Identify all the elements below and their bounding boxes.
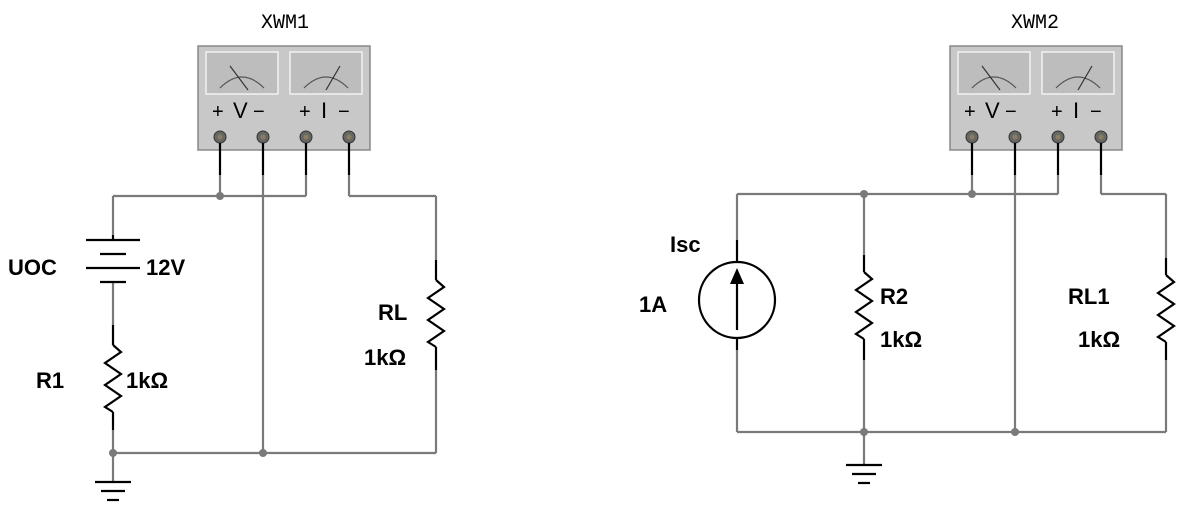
junction-dot <box>968 190 976 198</box>
wattmeter-xwm1-i-plus: + <box>299 101 311 123</box>
wattmeter-xwm2-v-plus: + <box>964 101 976 123</box>
ground-icon <box>846 463 882 485</box>
right-wires <box>735 175 1168 465</box>
dial-needle-icon <box>981 65 1001 91</box>
wattmeter-xwm1-i-symbol: I <box>321 98 327 123</box>
wattmeter-xwm1-v-plus: + <box>212 101 224 123</box>
battery-uoc-name: UOC <box>8 255 57 280</box>
dial-arc-icon <box>971 76 1017 89</box>
dial-arc-icon <box>1055 76 1101 89</box>
current-source-isc-name: Isc <box>670 232 701 257</box>
battery-uoc-icon[interactable] <box>86 235 140 284</box>
wattmeter-xwm2-terminals[interactable] <box>965 130 1108 144</box>
resistor-r1-icon[interactable] <box>102 325 123 430</box>
right-circuit: XWM2 + V − + I − <box>639 12 1176 485</box>
resistor-rl-value: 1kΩ <box>364 345 406 370</box>
wattmeter-xwm1-v-symbol: V <box>233 98 248 123</box>
resistor-r1-name: R1 <box>36 368 64 393</box>
junction-dot <box>1011 428 1019 436</box>
ground-icon <box>95 480 131 502</box>
wattmeter-xwm2-i-symbol: I <box>1073 98 1079 123</box>
current-source-isc-value: 1A <box>639 292 667 317</box>
wattmeter-xwm1[interactable]: XWM1 + V − + I − <box>197 12 371 175</box>
left-wires <box>111 175 438 482</box>
wattmeter-xwm2[interactable]: XWM2 + V − + I − <box>949 12 1123 175</box>
dial-needle-icon <box>325 65 341 91</box>
resistor-rl-icon[interactable] <box>425 260 446 370</box>
dial-needle-icon <box>229 65 249 91</box>
resistor-r1-value: 1kΩ <box>126 368 168 393</box>
wattmeter-xwm1-label: XWM1 <box>261 12 309 35</box>
left-circuit: XWM1 + V − + I − <box>8 12 446 502</box>
battery-uoc-value: 12V <box>146 255 185 280</box>
current-source-isc-icon[interactable] <box>697 240 777 350</box>
wattmeter-xwm2-i-minus: − <box>1090 101 1102 123</box>
wattmeter-xwm2-current-dial <box>1041 51 1115 95</box>
wattmeter-xwm2-label: XWM2 <box>1011 12 1059 35</box>
wattmeter-xwm2-v-minus: − <box>1005 101 1017 123</box>
resistor-rl-name: RL <box>378 300 407 325</box>
wattmeter-xwm1-voltage-dial <box>205 51 279 95</box>
resistor-r2-icon[interactable] <box>853 255 874 360</box>
resistor-rl1-name: RL1 <box>1068 284 1110 309</box>
dial-arc-icon <box>219 76 265 89</box>
resistor-rl1-icon[interactable] <box>1155 258 1176 360</box>
resistor-rl1-value: 1kΩ <box>1078 327 1120 352</box>
wattmeter-xwm2-voltage-dial <box>957 51 1031 95</box>
wattmeter-xwm1-i-minus: − <box>338 101 350 123</box>
resistor-r2-name: R2 <box>880 284 908 309</box>
wattmeter-xwm2-v-symbol: V <box>985 98 1000 123</box>
junction-dot <box>109 449 117 457</box>
junction-dot <box>860 190 868 198</box>
junction-dot <box>216 192 224 200</box>
wattmeter-xwm1-current-dial <box>289 51 363 95</box>
resistor-r2-value: 1kΩ <box>880 327 922 352</box>
junction-dot <box>259 449 267 457</box>
wattmeter-xwm2-i-plus: + <box>1051 101 1063 123</box>
wattmeter-xwm1-v-minus: − <box>253 101 265 123</box>
dial-arc-icon <box>303 76 349 89</box>
dial-needle-icon <box>1077 65 1093 91</box>
junction-dot <box>860 428 868 436</box>
